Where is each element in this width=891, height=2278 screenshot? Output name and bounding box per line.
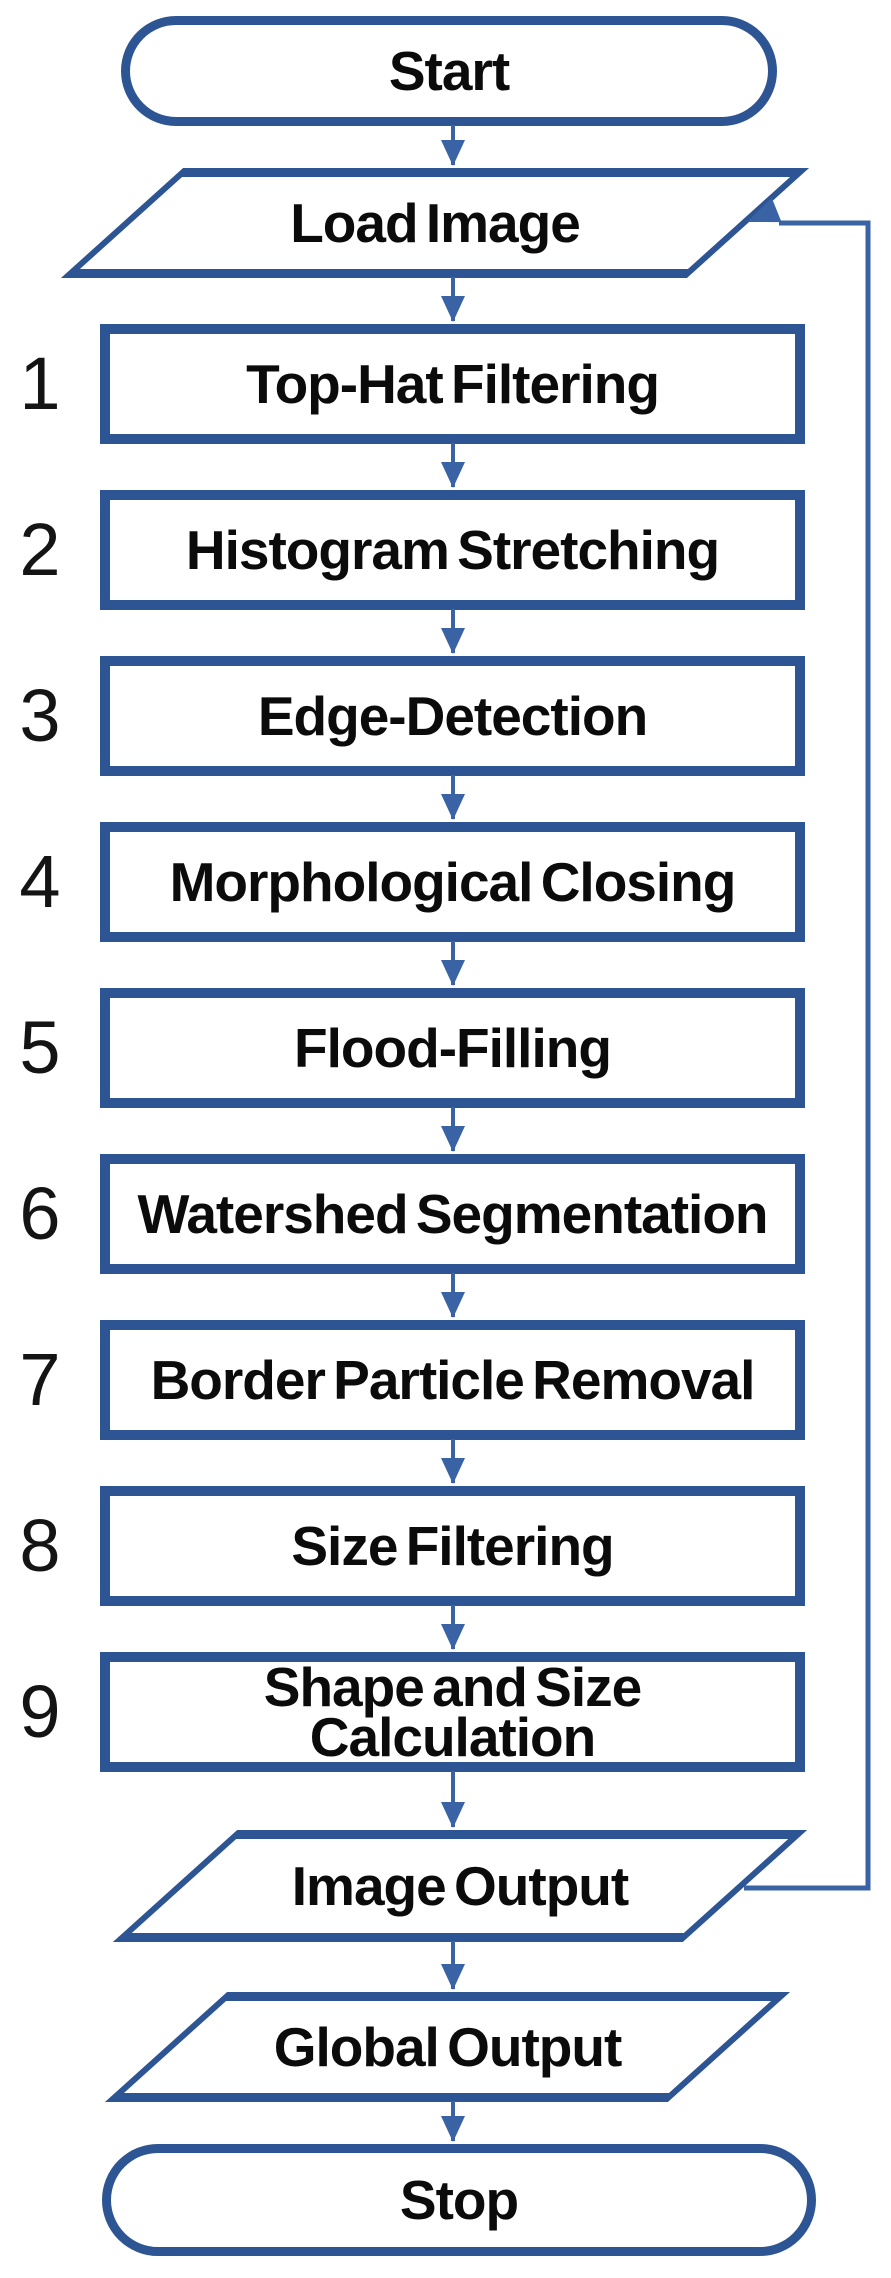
step-box-watershed-segmentation: Watershed Segmentation (100, 1154, 805, 1274)
global-output-io: Global Output (104, 1992, 791, 2102)
step-number-1: 1 (19, 342, 61, 425)
step-box-top-hat-filtering: Top-Hat Filtering (100, 324, 805, 444)
step-label-line1: Shape and Size (263, 1656, 642, 1718)
step-box-morphological-closing: Morphological Closing (100, 822, 805, 942)
step-label: Morphological Closing (169, 851, 737, 913)
start-terminal: Start (121, 16, 777, 126)
step-number-5: 5 (19, 1006, 61, 1089)
step-label: Top-Hat Filtering (246, 353, 660, 415)
step-box-histogram-stretching: Histogram Stretching (100, 490, 805, 610)
step-label: Edge-Detection (257, 685, 648, 747)
load-image-label: Load Image (290, 192, 580, 254)
step-box-size-filtering: Size Filtering (100, 1486, 805, 1606)
step-number-9: 9 (19, 1670, 61, 1753)
step-label: Flood-Filling (294, 1017, 612, 1079)
load-image-io: Load Image (60, 168, 810, 278)
global-output-label: Global Output (273, 2016, 622, 2078)
step-label: Watershed Segmentation (137, 1183, 768, 1245)
step-box-shape-and-size-calculation: Shape and Size Calculation (100, 1652, 805, 1772)
stop-label: Stop (399, 2169, 519, 2231)
step-number-2: 2 (19, 508, 61, 591)
step-box-edge-detection: Edge-Detection (100, 656, 805, 776)
step-number-3: 3 (19, 674, 61, 757)
step-box-border-particle-removal: Border Particle Removal (100, 1320, 805, 1440)
step-number-8: 8 (19, 1504, 61, 1587)
step-label: Border Particle Removal (150, 1349, 756, 1411)
step-number-4: 4 (19, 840, 61, 923)
step-label: Histogram Stretching (185, 519, 720, 581)
stop-terminal: Stop (102, 2144, 816, 2256)
step-box-flood-filling: Flood-Filling (100, 988, 805, 1108)
step-number-6: 6 (19, 1172, 61, 1255)
step-label-line2: Calculation (309, 1706, 596, 1768)
start-label: Start (388, 40, 510, 102)
image-output-io: Image Output (112, 1830, 808, 1942)
step-number-7: 7 (19, 1338, 61, 1421)
step-label: Size Filtering (291, 1515, 614, 1577)
image-output-label: Image Output (291, 1855, 629, 1917)
